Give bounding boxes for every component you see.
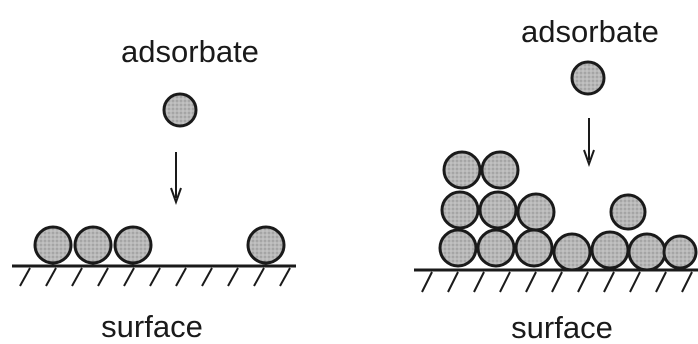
- adsorbed-particle: [440, 190, 480, 230]
- adsorbed-particle: [516, 192, 556, 232]
- panel-multilayer: adsorbate: [414, 14, 698, 344]
- adsorbed-particle: [33, 225, 73, 265]
- adsorbed-particle: [246, 225, 286, 265]
- adsorbed-particle: [478, 190, 518, 230]
- adsorbed-particle: [514, 228, 554, 268]
- adsorbed-particle: [662, 234, 698, 270]
- adsorbed-particle: [609, 193, 647, 231]
- adsorbed-particle: [438, 228, 478, 268]
- adsorbate-label: adsorbate: [121, 34, 259, 69]
- adsorbed-particle: [476, 228, 516, 268]
- adsorbed-particle: [552, 232, 592, 272]
- adsorbed-particle: [442, 150, 482, 190]
- adsorbed-multilayer: [438, 150, 698, 272]
- panel-monolayer: adsorbate: [12, 34, 296, 344]
- adsorbate-label: adsorbate: [521, 14, 659, 49]
- adsorbed-particle: [627, 232, 667, 272]
- incoming-adsorbate-particle: [570, 60, 606, 96]
- surface-label: surface: [101, 309, 203, 344]
- adsorbed-particle: [480, 150, 520, 190]
- surface-line: [12, 264, 296, 287]
- arrow-down-icon: [170, 152, 182, 205]
- surface-line: [414, 268, 698, 293]
- surface-label: surface: [511, 310, 613, 344]
- adsorbed-layer: [33, 225, 286, 265]
- arrow-down-icon: [583, 118, 595, 167]
- adsorbed-particle: [113, 225, 153, 265]
- adsorbed-particle: [73, 225, 113, 265]
- incoming-adsorbate-particle: [162, 92, 198, 128]
- adsorbed-particle: [590, 230, 630, 270]
